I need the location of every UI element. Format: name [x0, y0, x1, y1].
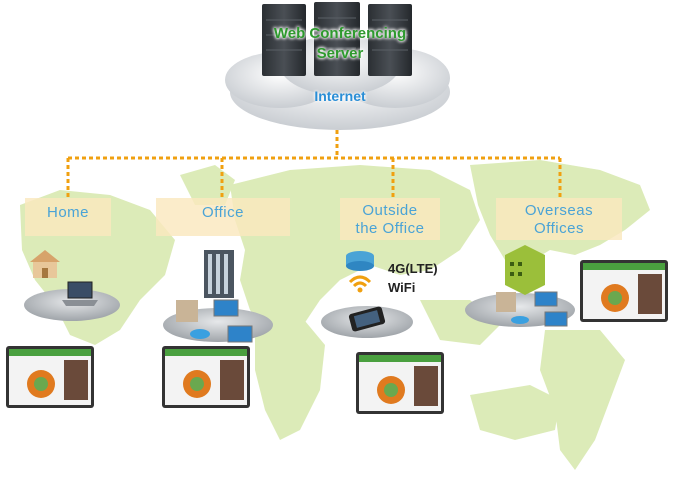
lte-label: 4G(LTE) — [388, 261, 438, 276]
location-office: Office — [156, 198, 290, 236]
house-icon — [30, 250, 60, 278]
office-building-icon — [204, 250, 234, 298]
location-overseas-line2: Offices — [534, 220, 584, 237]
location-outside-line2: the Office — [355, 220, 425, 237]
lte-icon — [346, 251, 374, 271]
location-outside-line1: Outside — [362, 202, 418, 219]
continent-africa — [255, 315, 325, 440]
overseas-building-icon — [505, 245, 545, 295]
server-title-line1: Web Conferencing — [273, 25, 407, 42]
continent-australia — [470, 385, 560, 440]
server-title: Web Conferencing Server — [225, 24, 455, 64]
location-outside-office: Outside the Office — [340, 198, 440, 240]
conference-screen — [356, 352, 444, 414]
server-rack-icons — [262, 2, 412, 76]
conference-screen — [580, 260, 668, 322]
office-pc-icons — [176, 299, 253, 343]
location-office-label: Office — [202, 204, 244, 221]
overseas-pc-icons — [496, 291, 568, 327]
wifi-label: WiFi — [388, 280, 416, 295]
location-overseas-line1: Overseas — [524, 202, 594, 219]
conference-screen — [162, 346, 250, 408]
internet-label: Internet — [314, 88, 366, 104]
laptop-icon — [62, 281, 98, 306]
continent-americas-south — [540, 330, 625, 470]
wifi-icon — [348, 275, 372, 288]
location-overseas-offices: Overseas Offices — [496, 198, 622, 240]
network-connectors — [66, 130, 562, 198]
location-home: Home — [25, 198, 111, 236]
conference-screen — [6, 346, 94, 408]
location-home-label: Home — [46, 204, 89, 221]
smartphone-icon — [348, 306, 386, 332]
server-title-line2: Server — [316, 45, 364, 62]
